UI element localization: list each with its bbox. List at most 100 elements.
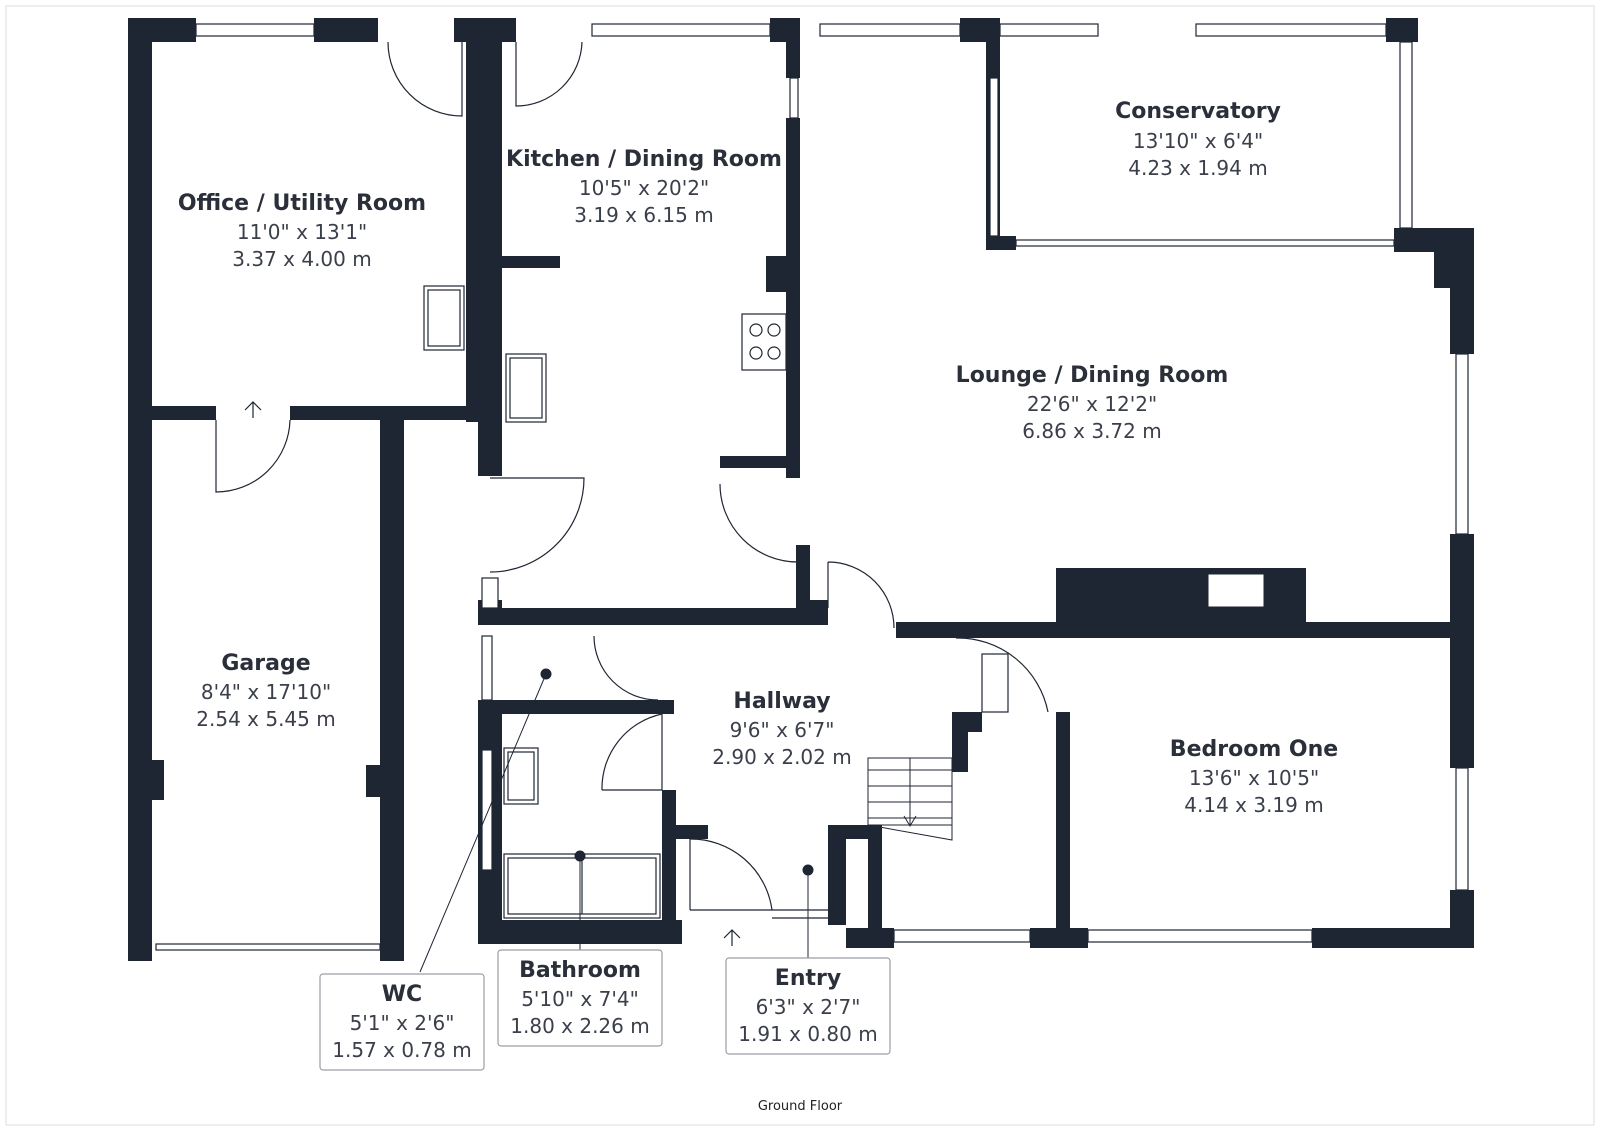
wall-stairs-west-lower — [868, 825, 882, 945]
room-entry: Entry 6'3" x 2'7" 1.91 x 0.80 m — [738, 966, 877, 1046]
kitchen-hob — [741, 313, 787, 371]
wall-entry-east — [828, 825, 846, 925]
room-office: Office / Utility Room 11'0" x 13'1" 3.37… — [178, 191, 426, 271]
window-stairs-south — [893, 929, 1031, 943]
window-bedroom-south — [1087, 929, 1313, 943]
window-conservatory-east — [1399, 41, 1413, 229]
wall-bathroom-east — [662, 790, 676, 944]
callout-entry-dot — [802, 864, 814, 876]
door-lounge-hall — [827, 561, 895, 629]
wall-kitchen-lounge — [786, 118, 800, 478]
fireplace — [1056, 568, 1306, 625]
floor-label: Ground Floor — [758, 1099, 843, 1114]
callout-wc-box — [319, 973, 485, 1071]
window-office — [195, 23, 315, 37]
kitchen-sink-inner — [509, 357, 543, 419]
room-conservatory-metric: 4.23 x 1.94 m — [1128, 156, 1267, 180]
fireplace-hearth — [1207, 573, 1265, 608]
room-bedroom: Bedroom One 13'6" x 10'5" 4.14 x 3.19 m — [1170, 737, 1338, 817]
room-bathroom-metric: 1.80 x 2.26 m — [510, 1014, 649, 1038]
wall-chimney-breast — [766, 256, 786, 292]
window-conservatory-west — [989, 77, 999, 237]
page-frame — [5, 5, 1595, 1126]
door-bathroom — [601, 713, 663, 791]
wall-lounge-bottom — [896, 622, 1474, 638]
room-office-imperial: 11'0" x 13'1" — [237, 220, 367, 244]
windows — [155, 23, 1469, 951]
room-labels: Office / Utility Room 11'0" x 13'1" 3.37… — [178, 99, 1338, 1062]
wall-office-bottom-right — [290, 406, 480, 420]
arrow-up-icon — [244, 401, 262, 418]
wall-bedroom-west — [1056, 712, 1070, 944]
wall-lounge-east-lower — [1450, 534, 1474, 638]
wall-stairs-top-stub — [966, 712, 982, 732]
room-garage-name: Garage — [221, 651, 310, 676]
room-entry-metric: 1.91 x 0.80 m — [738, 1022, 877, 1046]
wall-wc-bottom — [478, 700, 674, 714]
room-kitchen-name: Kitchen / Dining Room — [506, 147, 782, 172]
room-hallway-name: Hallway — [733, 689, 830, 714]
wall-office-kitchen-upper — [466, 18, 502, 162]
room-hallway-metric: 2.90 x 2.02 m — [712, 745, 851, 769]
room-hallway: Hallway 9'6" x 6'7" 2.90 x 2.02 m — [712, 689, 851, 769]
room-wc-metric: 1.57 x 0.78 m — [332, 1038, 471, 1062]
room-wc: WC 5'1" x 2'6" 1.57 x 0.78 m — [332, 982, 471, 1062]
room-wc-name: WC — [382, 982, 422, 1007]
wall-garage-stub-right — [366, 765, 380, 797]
callout-entry-box — [725, 957, 891, 1055]
hob-ring — [767, 346, 781, 360]
bathroom-basin — [503, 747, 539, 805]
cupboard-door — [981, 653, 1009, 713]
room-hallway-imperial: 9'6" x 6'7" — [730, 718, 835, 742]
door-kitchen-top — [515, 41, 583, 107]
room-kitchen: Kitchen / Dining Room 10'5" x 20'2" 3.19… — [506, 147, 782, 227]
wall-conservatory-south-left — [986, 236, 1016, 250]
door-kitchen-hall — [489, 477, 585, 573]
wall-stairs-top — [952, 712, 968, 772]
window-lounge-top — [819, 23, 961, 37]
room-bathroom: Bathroom 5'10" x 7'4" 1.80 x 2.26 m — [510, 958, 649, 1038]
room-lounge-imperial: 22'6" x 12'2" — [1027, 392, 1157, 416]
arrows — [244, 401, 741, 946]
room-conservatory-name: Conservatory — [1115, 99, 1281, 124]
room-office-name: Office / Utility Room — [178, 191, 426, 216]
wall-south-a — [846, 928, 894, 948]
room-entry-imperial: 6'3" x 2'7" — [756, 995, 861, 1019]
wall-office-top-right — [314, 18, 378, 42]
room-garage-imperial: 8'4" x 17'10" — [201, 680, 331, 704]
window-bedroom-east — [1455, 767, 1469, 891]
wall-kitchen-left-lower — [478, 422, 502, 476]
hob-ring — [749, 346, 763, 360]
door-entry — [689, 838, 773, 911]
room-bedroom-imperial: 13'6" x 10'5" — [1189, 766, 1319, 790]
window-kitchen-sw — [481, 577, 499, 609]
door-office-top — [387, 41, 463, 117]
wall-entry-east-stub — [846, 825, 868, 839]
callout-bathroom-box — [497, 949, 663, 1047]
doors-conservatory-sliding — [1015, 239, 1395, 247]
wall-conservatory-ne — [1386, 18, 1418, 42]
wall-west — [128, 18, 152, 961]
wall-office-top-left — [128, 18, 196, 42]
window-lounge-east — [1455, 353, 1469, 535]
door-bedroom — [955, 637, 1049, 713]
walls — [128, 18, 1474, 961]
wall-kitchen-lounge-top — [786, 42, 800, 78]
window-bathroom — [481, 749, 493, 871]
wall-kitchen-bottom — [478, 608, 828, 625]
utility-sink-inner — [427, 289, 461, 347]
room-bathroom-name: Bathroom — [519, 958, 641, 983]
wall-south-b — [1030, 928, 1088, 948]
wall-kitchen-top-mid — [770, 18, 800, 42]
stairs — [867, 757, 953, 841]
room-entry-name: Entry — [775, 966, 841, 991]
room-garage-metric: 2.54 x 5.45 m — [196, 707, 335, 731]
wall-garage-stub-left — [150, 760, 164, 800]
room-conservatory: Conservatory 13'10" x 6'4" 4.23 x 1.94 m — [1115, 99, 1281, 180]
wall-kitchen-lounge-return — [720, 456, 800, 468]
window-wc — [481, 635, 493, 701]
window-conservatory-top-left — [999, 23, 1099, 37]
callout-boxes — [319, 949, 891, 1071]
wall-office-bottom-left — [128, 406, 216, 420]
wall-kitchen-top-left — [502, 18, 516, 42]
